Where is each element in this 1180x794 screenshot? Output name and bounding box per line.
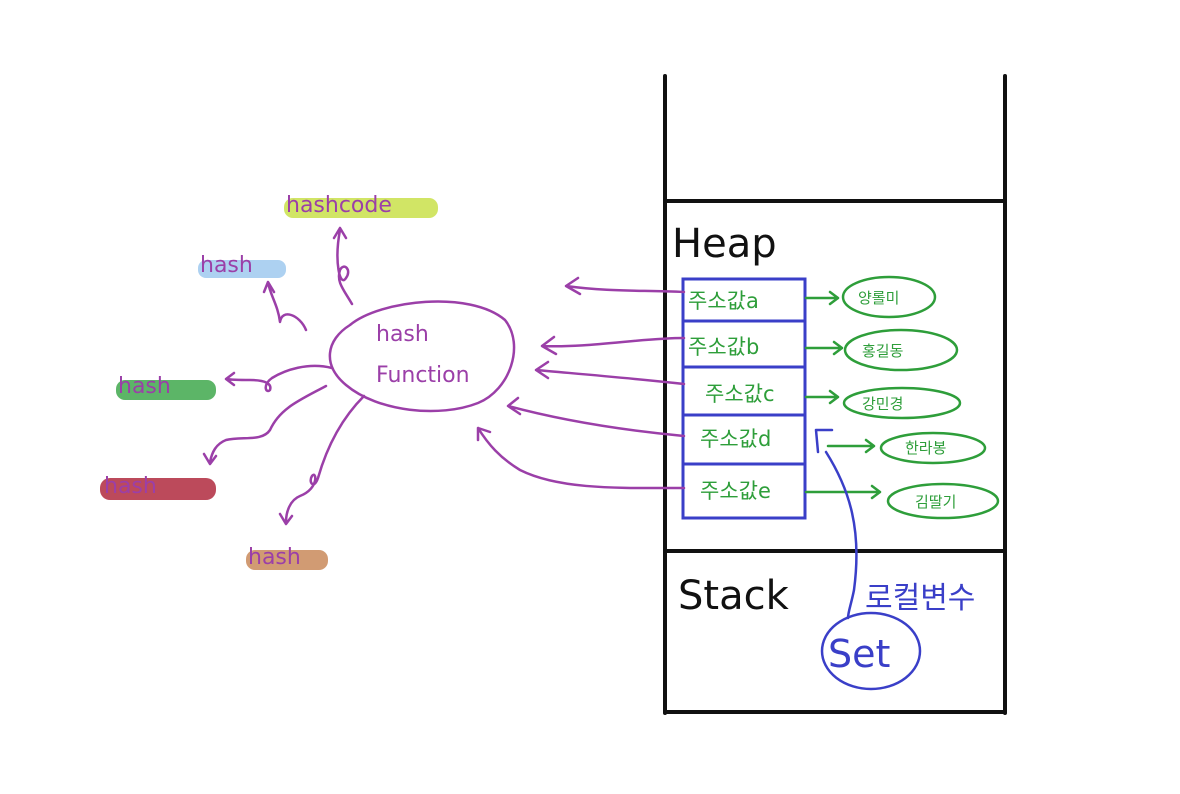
- output-label: hash: [104, 474, 157, 499]
- address-cell: 주소값a: [688, 289, 759, 313]
- set-reference: [814, 428, 922, 691]
- output-label: hash: [200, 253, 253, 278]
- value-bubble: 양롤미: [858, 289, 899, 307]
- value-arrows: [804, 275, 1000, 520]
- address-table: [681, 277, 807, 520]
- value-bubble: 김딸기: [915, 493, 956, 511]
- heap-label: Heap: [672, 221, 777, 267]
- output-label: hash: [248, 545, 301, 570]
- set-label: Set: [828, 632, 890, 676]
- local-variable-label: 로컬변수: [865, 581, 975, 616]
- memory-frame: [663, 74, 1007, 715]
- value-bubble: 한라봉: [905, 439, 946, 457]
- hash-function-line2: Function: [376, 363, 470, 388]
- output-highlights: [100, 198, 438, 570]
- address-cell: 주소값c: [705, 382, 775, 406]
- stack-label: Stack: [678, 573, 790, 619]
- address-cell: 주소값e: [700, 479, 771, 503]
- hash-function-node: [328, 300, 516, 413]
- address-cell: 주소값d: [700, 427, 771, 451]
- value-bubble: 강민경: [862, 395, 903, 413]
- hash-function-line1: hash: [376, 322, 429, 347]
- value-bubble: 홍길동: [862, 342, 904, 360]
- address-cell: 주소값b: [688, 335, 759, 359]
- output-arrows: [202, 226, 366, 526]
- output-label-hashcode: hashcode: [286, 193, 392, 218]
- output-label: hash: [118, 374, 171, 399]
- purple-arrows: [476, 276, 686, 490]
